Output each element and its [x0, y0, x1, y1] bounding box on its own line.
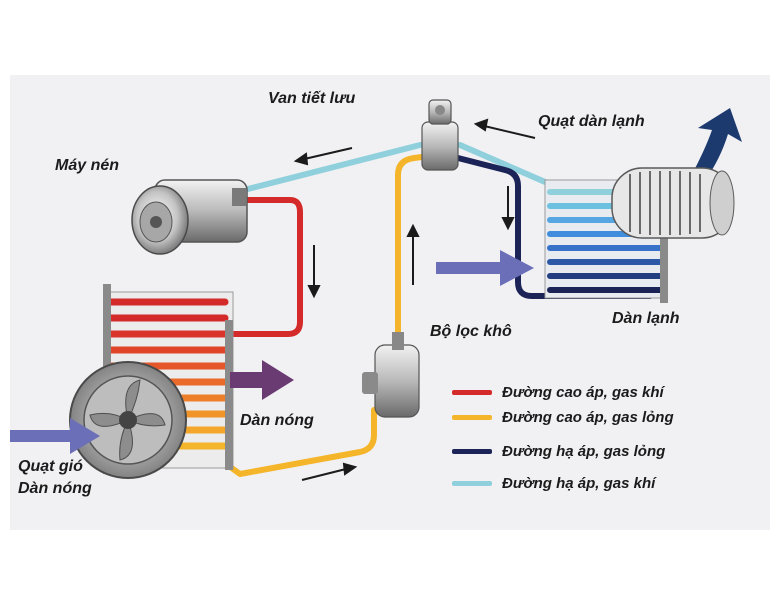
legend-item: Đường hạ áp, gas lỏng: [452, 440, 665, 462]
compressor: [131, 179, 248, 255]
flow-arrow-top-right: [473, 118, 536, 139]
label-condenser-fan-line1: Quạt gió: [18, 458, 83, 475]
label-evaporator: Dàn lạnh: [612, 310, 680, 327]
label-receiver-drier: Bộ lọc khô: [430, 323, 512, 340]
legend-swatch: [452, 389, 492, 395]
condenser-hot-air-arrow: [230, 360, 294, 400]
legend-label: Đường cao áp, gas khí: [502, 383, 664, 401]
flow-arrows: [293, 118, 536, 481]
legend-item: Đường hạ áp, gas khí: [452, 472, 655, 494]
label-condenser-fan-line2: Dàn nóng: [18, 480, 92, 497]
evaporator-air-in-arrow: [436, 250, 534, 286]
legend-item: Đường cao áp, gas khí: [452, 381, 664, 403]
label-expansion-valve: Van tiết lưu: [268, 90, 356, 107]
label-compressor: Máy nén: [55, 157, 120, 174]
legend-swatch: [452, 448, 492, 454]
legend-label: Đường hạ áp, gas khí: [502, 474, 656, 492]
label-evaporator-fan: Quạt dàn lạnh: [538, 113, 645, 130]
pipe-high-pressure-gas: [227, 197, 303, 337]
expansion-valve: [421, 99, 459, 171]
flow-arrow-top-left: [293, 147, 353, 166]
pipe-high-pressure-liquid: [212, 154, 425, 477]
flow-arrow-bottom: [301, 462, 358, 481]
legend-swatch: [452, 414, 492, 420]
legend-label: Đường cao áp, gas lỏng: [502, 408, 674, 426]
evaporator-air-out-arrow: [690, 108, 742, 182]
flow-arrow-down-compressor: [307, 245, 321, 299]
label-condenser: Dàn nóng: [240, 412, 314, 429]
legend-item: Đường cao áp, gas lỏng: [452, 406, 674, 428]
receiver-drier: [362, 332, 420, 418]
legend-label: Đường hạ áp, gas lỏng: [502, 442, 666, 460]
evaporator-coil: [544, 175, 668, 303]
pipe-low-pressure-liquid: [455, 155, 653, 299]
evaporator-blower: [611, 167, 735, 239]
flow-arrow-up-drier: [406, 223, 420, 285]
condenser-fan: [69, 361, 187, 479]
legend-swatch: [452, 480, 492, 486]
condenser-air-in-arrow: [10, 418, 100, 454]
flow-arrow-down-evaporator: [501, 186, 515, 231]
